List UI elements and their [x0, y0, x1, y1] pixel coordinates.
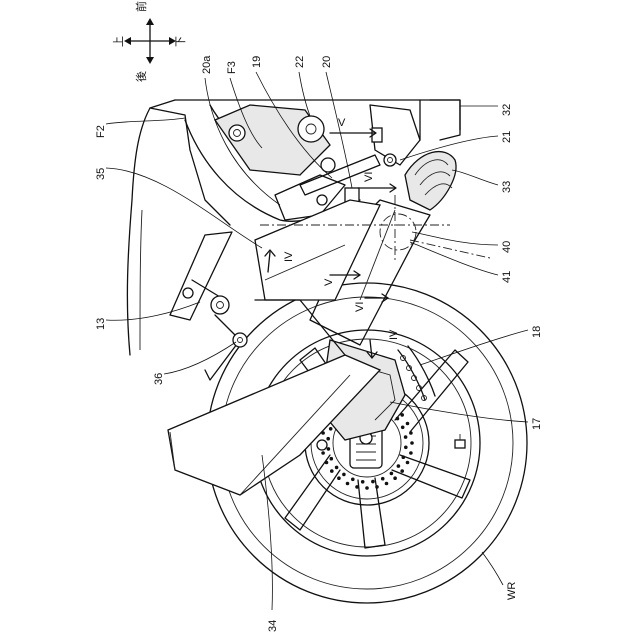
disc-hole [335, 466, 339, 470]
label-21: 21 [501, 131, 513, 143]
disc-hole [330, 457, 334, 461]
disc-hole [371, 480, 375, 484]
compass-front: 前 [134, 1, 148, 12]
label-19: 19 [251, 56, 263, 68]
disc-hole [396, 417, 400, 421]
label-35: 35 [95, 168, 107, 180]
label-41: 41 [501, 271, 513, 283]
label-F3: F3 [226, 61, 238, 74]
disc-hole [351, 478, 355, 482]
label-20a: 20a [201, 55, 213, 74]
disc-hole [325, 461, 329, 465]
direction-compass: 前 後 上 下 [112, 1, 187, 82]
label-32: 32 [501, 104, 513, 116]
disc-hole [381, 477, 385, 481]
label-17: 17 [531, 418, 543, 430]
disc-hole [321, 451, 325, 455]
disc-hole [409, 431, 413, 435]
disc-hole [393, 476, 397, 480]
compass-rear: 後 [134, 71, 148, 82]
disc-hole [406, 461, 410, 465]
muffler-assembly [168, 200, 430, 495]
disc-hole [400, 469, 404, 473]
disc-hole [404, 435, 408, 439]
section-v-mid: V [323, 278, 335, 286]
disc-hole [401, 426, 405, 430]
label-40: 40 [501, 241, 513, 253]
label-13: 13 [95, 318, 107, 330]
disc-hole [327, 447, 331, 451]
label-34: 34 [267, 620, 279, 632]
label-20: 20 [321, 56, 333, 68]
disc-hole [365, 486, 369, 490]
compass-up: 上 [112, 36, 125, 47]
disc-hole [406, 422, 410, 426]
section-vi-mid: VI [354, 302, 366, 312]
disc-hole [404, 446, 408, 450]
disc-hole [397, 464, 401, 468]
disc-hole [329, 427, 333, 431]
disc-hole [346, 482, 350, 486]
caliper-bolt [455, 434, 465, 448]
disc-hole [390, 472, 394, 476]
disc-hole [385, 482, 389, 486]
section-vi-top: VI [363, 172, 375, 182]
disc-hole [330, 469, 334, 473]
label-36: 36 [153, 373, 165, 385]
disc-hole [361, 480, 365, 484]
compass-down: 下 [174, 36, 187, 47]
label-22: 22 [294, 56, 306, 68]
disc-hole [355, 485, 359, 489]
label-WR: WR [506, 582, 518, 600]
section-iv-lower: IV [388, 329, 400, 340]
disc-hole [375, 485, 379, 489]
disc-hole [326, 437, 330, 441]
label-F2: F2 [95, 125, 107, 138]
disc-hole [409, 451, 413, 455]
disc-hole [402, 455, 406, 459]
disc-hole [410, 441, 414, 445]
label-33: 33 [501, 181, 513, 193]
disc-hole [342, 473, 346, 477]
disc-hole [337, 476, 341, 480]
disc-hole [400, 413, 404, 417]
section-iv-upper: IV [283, 251, 295, 262]
label-18: 18 [531, 326, 543, 338]
